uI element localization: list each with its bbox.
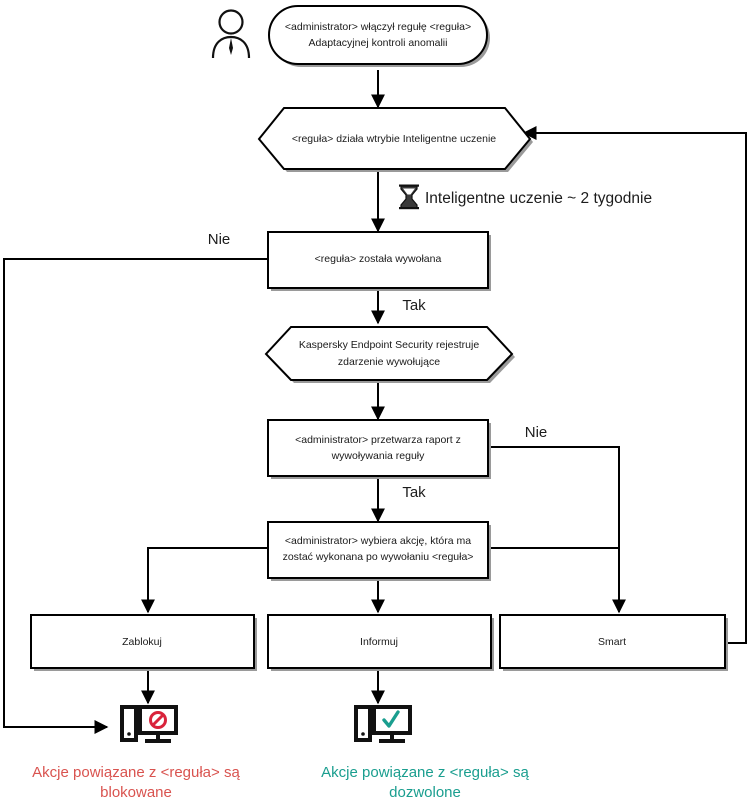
node-kes-line-1: Kaspersky Endpoint Security rejestruje [299,339,479,351]
edge-trigger-no-to-blocked [3,258,268,734]
node-smart-learning[interactable]: <reguła> działa wtrybie Inteligentne ucz… [257,107,533,172]
node-admin-report-line-2: wywoływania reguły [331,450,426,462]
person-icon [211,9,251,59]
node-action-inform[interactable]: Informuj [267,614,494,671]
computer-blocked-icon [120,705,178,743]
node-admin-report-line-1: <administrator> przetwarza raport z [295,434,461,446]
node-action-inform-label: Informuj [360,636,398,648]
edge-label-no-trigger: Nie [208,231,231,248]
hourglass-icon [399,184,419,210]
node-action-smart-label: Smart [598,636,626,648]
computer-allowed-icon [354,705,412,743]
caption-blocked-line-2: blokowane [100,784,172,801]
caption-blocked-line-1: Akcje powiązane z <reguła> są [32,764,240,781]
edge-label-yes-report: Tak [402,484,426,501]
caption-allowed-line-2: dozwolone [389,784,461,801]
edge-smart-loop-to-learning [522,126,747,644]
node-start[interactable]: <administrator> włączył regułę <reguła> … [268,5,490,67]
node-rule-triggered[interactable]: <reguła> została wywołana [267,231,491,291]
edge-report-no-to-smart [488,446,626,614]
node-admin-selects-action[interactable]: <administrator> wybiera akcję, która ma … [267,521,491,581]
node-action-block-label: Zablokuj [122,636,162,648]
node-kes-line-2: zdarzenie wywołujące [338,356,440,368]
node-start-line-2: Adaptacyjnej kontroli anomalii [309,37,448,49]
caption-allowed-line-1: Akcje powiązane z <reguła> są [321,764,529,781]
node-kes-registers[interactable]: Kaspersky Endpoint Security rejestruje z… [264,326,515,383]
smart-learning-duration-label: Inteligentne uczenie ~ 2 tygodnie [425,190,652,207]
node-admin-report[interactable]: <administrator> przetwarza raport z wywo… [267,419,491,479]
edge-select-to-block [141,547,268,614]
node-action-smart[interactable]: Smart [499,614,728,671]
edge-label-no-report: Nie [525,424,548,441]
node-start-line-1: <administrator> włączył regułę <reguła> [285,21,471,33]
node-smart-learning-line-1: <reguła> działa wtrybie Inteligentne ucz… [292,133,496,145]
node-action-block[interactable]: Zablokuj [30,614,257,671]
node-rule-triggered-line-1: <reguła> została wywołana [315,253,442,265]
node-admin-selects-line-1: <administrator> wybiera akcję, która ma [285,535,471,547]
edge-label-yes-trigger: Tak [402,297,426,314]
node-admin-selects-line-2: zostać wykonana po wywołaniu <reguła> [283,551,474,563]
